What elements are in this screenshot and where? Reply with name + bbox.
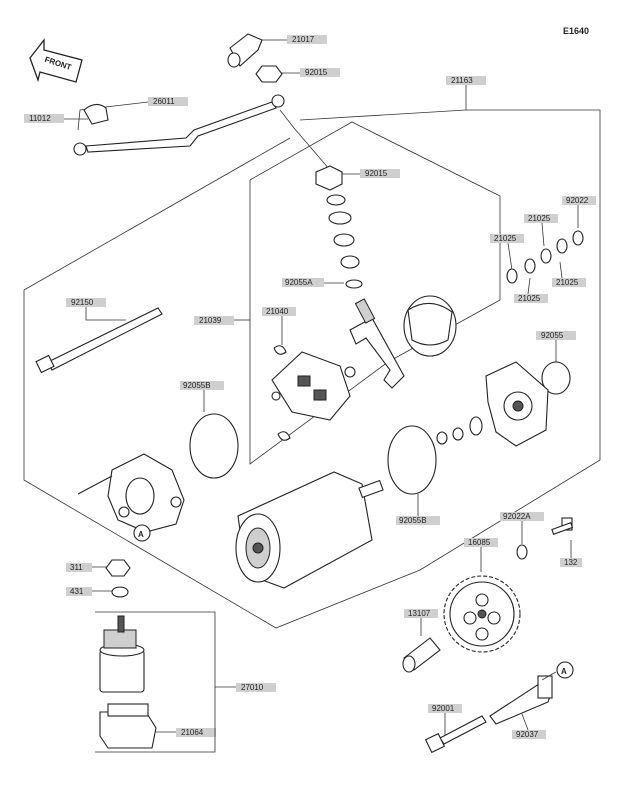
- front-arrow-icon: FRONT: [29, 38, 83, 83]
- label-92037: 92037: [516, 730, 539, 739]
- label-311: 311: [70, 563, 83, 572]
- ref-marker-left: [133, 524, 151, 542]
- label-21017: 21017: [292, 35, 315, 44]
- ref-marker-right-label: A: [561, 667, 567, 676]
- label-92022A: 92022A: [503, 512, 531, 521]
- oring-92055B-left: [189, 413, 239, 479]
- shaft-washers: [436, 416, 483, 445]
- oring-92055: [541, 361, 571, 395]
- bolt-92150: [35, 307, 163, 374]
- label-92022: 92022: [566, 196, 589, 205]
- label-27010: 27010: [241, 683, 264, 692]
- bolt-92001: [424, 715, 487, 754]
- washer-92022A: [516, 544, 528, 560]
- nut-311: [105, 559, 131, 577]
- label-92055B-left: 92055B: [183, 381, 211, 390]
- bolt-132: [551, 517, 574, 535]
- label-21025-a: 21025: [528, 214, 551, 223]
- nut-92015-top: [255, 65, 283, 83]
- label-92015-top: 92015: [305, 68, 328, 77]
- label-13107: 13107: [408, 609, 431, 618]
- label-132: 132: [564, 558, 578, 567]
- label-21025-b: 21025: [494, 234, 517, 243]
- label-21025-d: 21025: [518, 294, 541, 303]
- label-92001: 92001: [432, 704, 455, 713]
- label-21025-c: 21025: [556, 278, 579, 287]
- leader-lines: [64, 39, 579, 753]
- ref-marker-left-label: A: [138, 530, 144, 539]
- brush-plate-21039: [271, 345, 356, 441]
- label-11012: 11012: [29, 114, 51, 123]
- relay-27010: [99, 615, 145, 693]
- washer-431: [111, 586, 129, 598]
- starter-assembly-outline: [23, 96, 601, 629]
- label-92150: 92150: [71, 298, 94, 307]
- label-92055A: 92055A: [285, 278, 313, 287]
- end-cover: [403, 295, 457, 357]
- washers-21025: [506, 230, 584, 284]
- label-21163: 21163: [451, 76, 473, 85]
- motor-yoke: [235, 471, 384, 589]
- label-92015: 92015: [365, 169, 388, 178]
- lead-26011: [73, 94, 285, 156]
- cap-21017: [227, 33, 263, 68]
- diagram-code: E1640: [563, 26, 589, 36]
- shaft-13107: [402, 637, 441, 673]
- clamp-92037: [489, 675, 553, 725]
- oring-92055B-right: [387, 425, 437, 495]
- gear-16085: [443, 575, 521, 653]
- boot-11012: [83, 103, 109, 125]
- label-26011: 26011: [153, 97, 175, 106]
- label-tags: [24, 35, 596, 739]
- brush-bracket: [349, 298, 405, 389]
- label-431: 431: [70, 587, 84, 596]
- label-92055B-right: 92055B: [399, 516, 427, 525]
- ref-marker-right: [556, 661, 574, 679]
- rear-housing: [77, 453, 185, 533]
- nut-washer-stack: [315, 165, 363, 289]
- holder-21064: [99, 703, 157, 749]
- label-21039: 21039: [199, 316, 222, 325]
- label-21040: 21040: [266, 307, 289, 316]
- part-labels: 21017 92015 21163 11012 26011 92015 9202…: [29, 35, 589, 739]
- label-92055: 92055: [541, 331, 564, 340]
- label-16085: 16085: [468, 538, 491, 547]
- label-21064: 21064: [181, 728, 204, 737]
- front-cover: [485, 361, 549, 447]
